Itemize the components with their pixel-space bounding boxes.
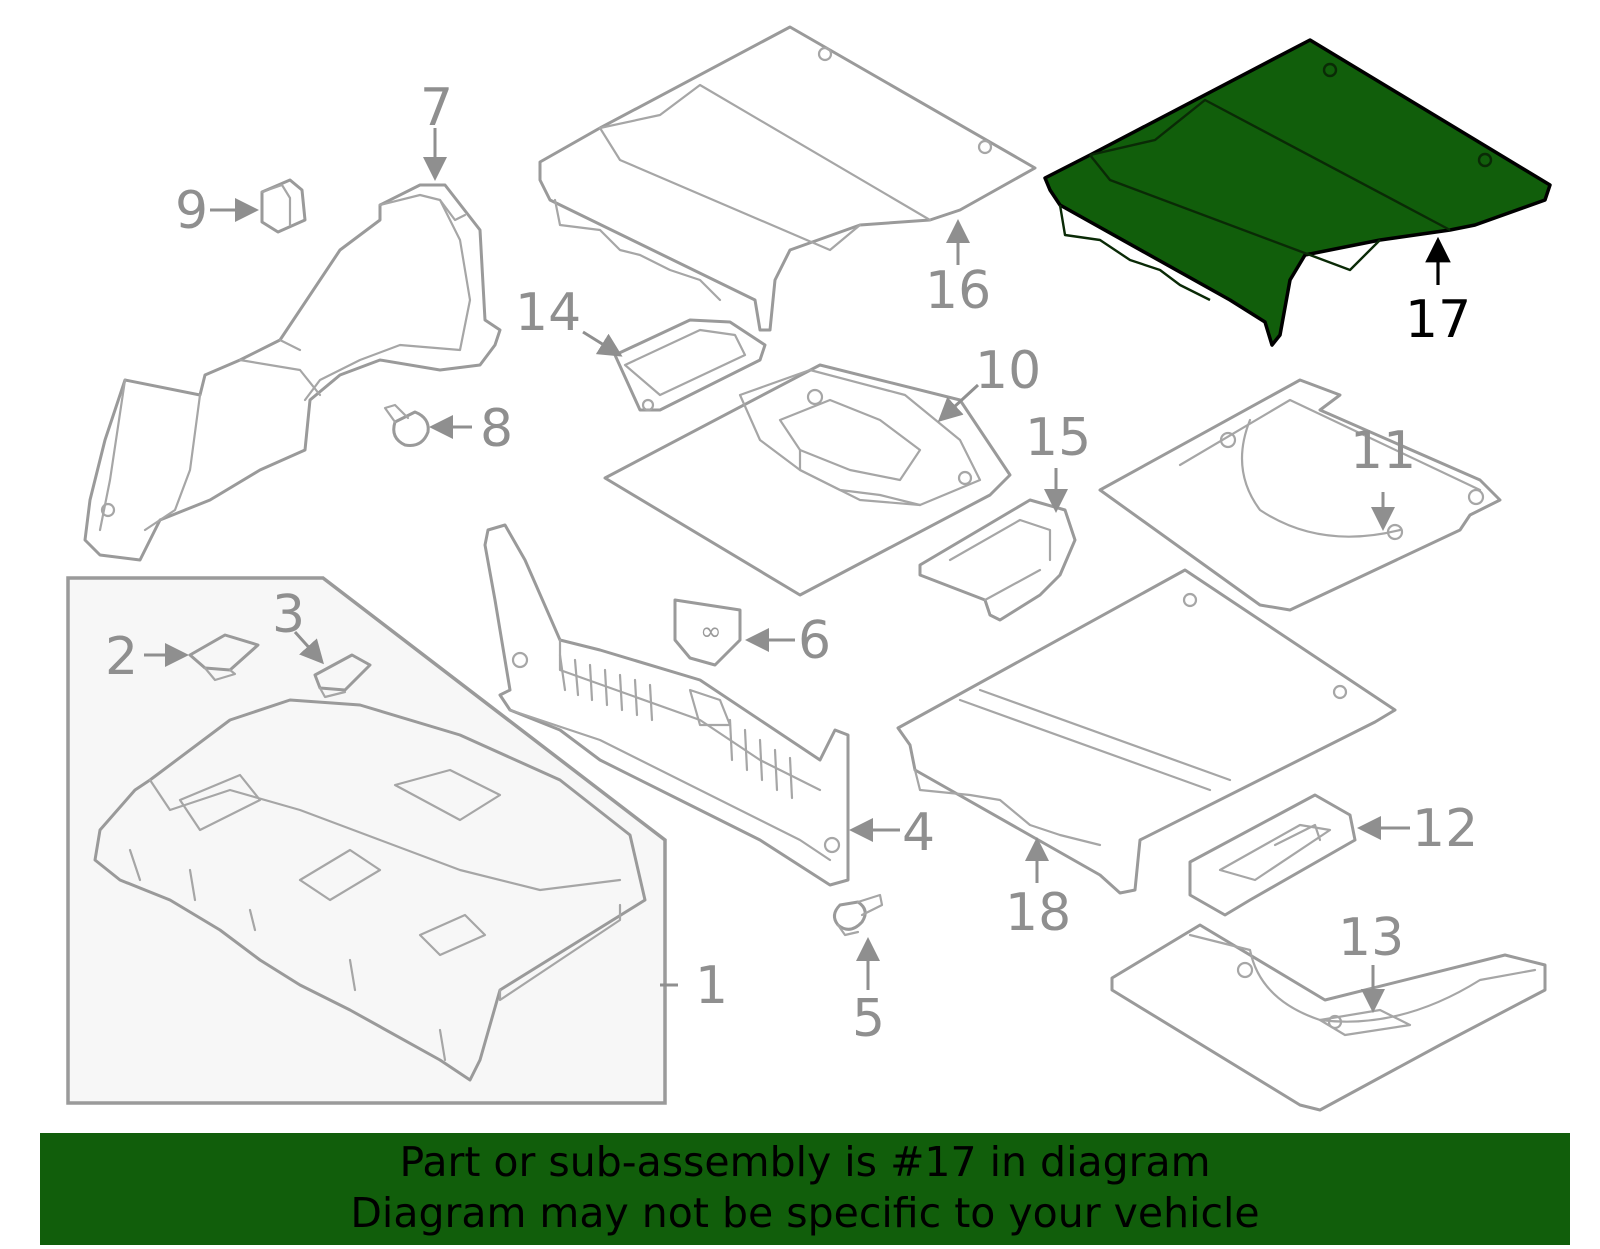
callout-17: 17 [1405, 290, 1471, 350]
part-13-floor-panel[interactable] [1110, 923, 1547, 1112]
part-2-clip[interactable] [188, 633, 260, 682]
callout-8: 8 [480, 399, 513, 459]
callout-5: 5 [852, 989, 885, 1049]
callout-9: 9 [175, 181, 208, 241]
svg-text:∞: ∞ [700, 617, 722, 647]
banner-line-disclaimer: Diagram may not be specific to your vehi… [350, 1189, 1260, 1237]
callout-11: 11 [1350, 421, 1416, 481]
subassembly-box [66, 576, 667, 1105]
part-11-spare-panel[interactable] [1098, 378, 1502, 612]
callout-3: 3 [272, 585, 305, 645]
info-banner: Part or sub-assembly is #17 in diagram D… [40, 1133, 1570, 1245]
part-8-clip[interactable] [383, 403, 430, 447]
banner-line-part: Part or sub-assembly is #17 in diagram [399, 1138, 1211, 1186]
part-12-bracket[interactable] [1188, 793, 1357, 917]
callout-4: 4 [902, 803, 935, 863]
part-4-scuff-plate[interactable] [483, 523, 850, 887]
part-10-trunk-floor[interactable] [603, 363, 1012, 597]
callout-1: 1 [695, 956, 728, 1016]
part-17-floor-board-highlighted[interactable] [1043, 38, 1552, 347]
part-6-cover[interactable]: ∞ [673, 598, 742, 667]
callout-2: 2 [105, 627, 138, 687]
part-7-side-trim[interactable] [83, 183, 502, 562]
part-9-clip[interactable] [260, 178, 307, 234]
callout-labels: 1 2 3 4 5 6 7 8 9 10 11 12 13 14 15 16 1… [105, 78, 1478, 1049]
callout-16: 16 [925, 261, 991, 321]
callout-15: 15 [1025, 408, 1091, 468]
callout-12: 12 [1412, 799, 1478, 859]
part-1-package-tray[interactable] [93, 698, 647, 1082]
part-3-clip[interactable] [313, 653, 372, 699]
part-18-cover-board[interactable] [896, 568, 1397, 895]
part-5-push-pin[interactable] [833, 893, 884, 937]
leader-arrows [144, 128, 1451, 1013]
callout-14: 14 [515, 283, 581, 343]
callout-6: 6 [798, 611, 831, 671]
callout-7: 7 [420, 78, 453, 138]
callout-13: 13 [1338, 908, 1404, 968]
callout-18: 18 [1005, 883, 1071, 943]
callout-10: 10 [975, 341, 1041, 401]
part-16-floor-board[interactable] [538, 25, 1037, 332]
part-14-tray[interactable] [613, 318, 767, 412]
